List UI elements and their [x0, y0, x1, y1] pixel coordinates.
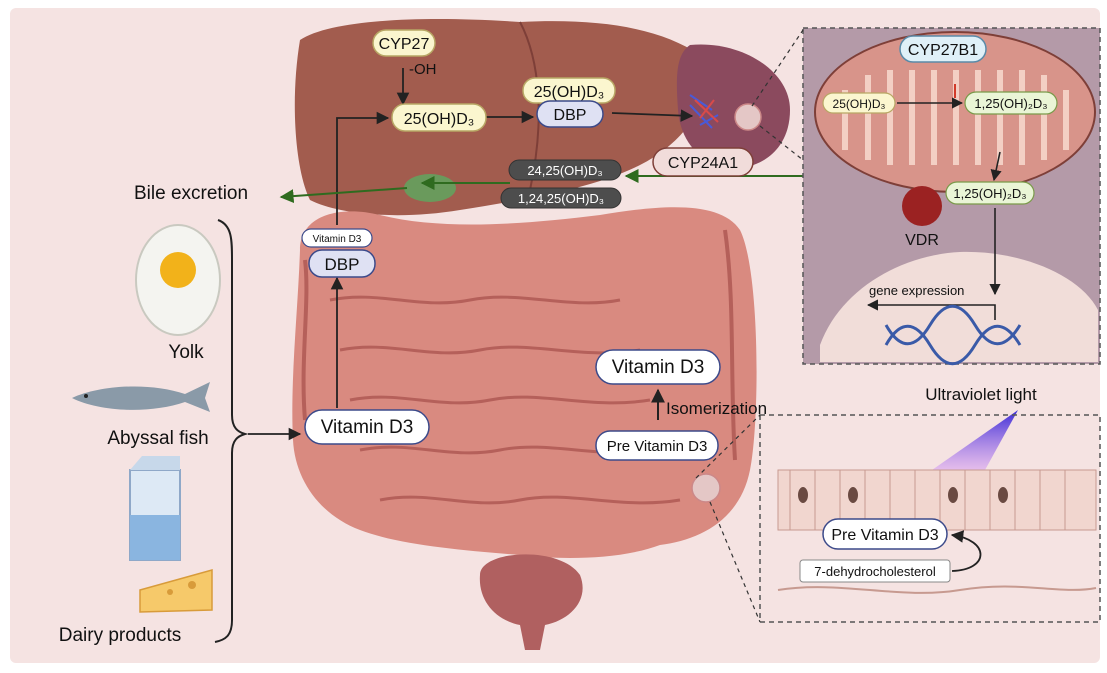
liver-25ohd3-label: 25(OH)D₃: [404, 111, 475, 128]
gene-expression-label: gene expression: [869, 283, 964, 298]
kidney-zoom-circle: [735, 104, 761, 130]
transport-dbp-label: DBP: [325, 255, 360, 274]
hydroxyl-label: -OH: [409, 61, 437, 78]
vitd3-upper-label: Vitamin D3: [612, 357, 705, 378]
metabolite-12425-label: 1,24,25(OH)D₃: [518, 191, 604, 206]
gallbladder: [404, 174, 456, 202]
yolk-label: Yolk: [168, 342, 204, 363]
mito-125-label: 1,25(OH)₂D₃: [974, 96, 1047, 111]
dehydrocholesterol-label: 7-dehydrocholesterol: [814, 564, 936, 579]
dbp-25ohd3-label: 25(OH)D₃: [534, 84, 605, 101]
dairy-products-label: Dairy products: [59, 625, 182, 646]
previtd3-label: Pre Vitamin D3: [607, 438, 708, 455]
ultraviolet-label: Ultraviolet light: [925, 385, 1037, 404]
vitd3-small-label: Vitamin D3: [313, 234, 362, 245]
bile-excretion-label: Bile excretion: [134, 183, 248, 204]
skin-previtd3-label: Pre Vitamin D3: [831, 527, 938, 544]
vitd3-main-label: Vitamin D3: [321, 417, 414, 438]
abyssal-fish-label: Abyssal fish: [107, 428, 208, 449]
liver-dbp-label: DBP: [554, 107, 587, 124]
egg-illustration: [136, 225, 220, 335]
cyp24a1-label: CYP24A1: [668, 155, 738, 172]
cyp27b1-label: CYP27B1: [908, 42, 978, 59]
isomerization-label: Isomerization: [666, 399, 767, 418]
vdr-label: VDR: [905, 232, 939, 249]
cyto-125-label: 1,25(OH)₂D₃: [953, 186, 1026, 201]
cyp27-label: CYP27: [379, 36, 430, 53]
vdr-receptor: [902, 186, 942, 226]
metabolite-2425-label: 24,25(OH)D₃: [527, 163, 602, 178]
mito-25ohd3-label: 25(OH)D₃: [833, 97, 886, 111]
